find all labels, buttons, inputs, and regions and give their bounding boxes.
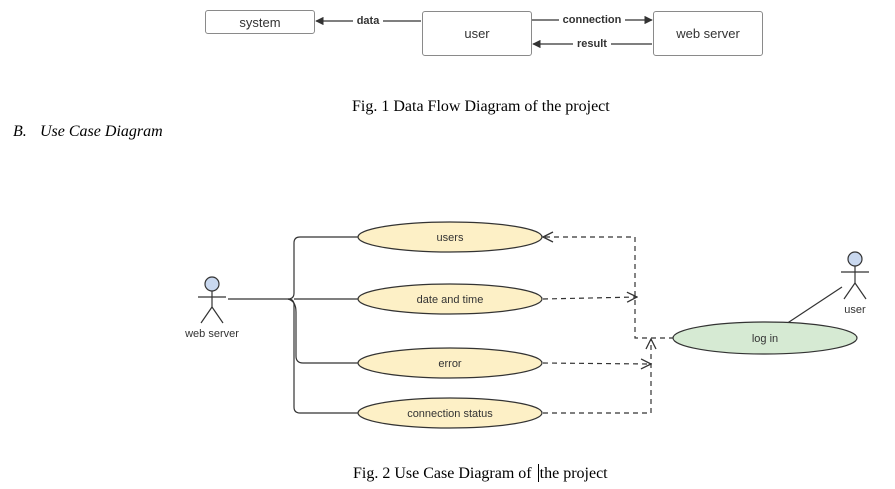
web-server-associations [228,236,359,414]
web-server-actor [198,276,226,324]
user-actor-label: user [844,304,866,316]
web-server-actor-label: web server [184,328,239,340]
user-actor-head [847,251,863,267]
use-case-date-and-time-label: date and time [417,294,484,306]
use-case-users: users [357,221,543,253]
result-edge-label: result [577,38,607,50]
user-login-association [785,286,843,325]
use-case-date-and-time: date and time [357,283,543,315]
section-title: Use Case Diagram [40,123,163,140]
data-flow-diagram: data connection result [315,13,653,50]
use-case-error-label: error [438,358,462,370]
use-case-connection-status-label: connection status [407,408,493,420]
web-server-actor-head [204,276,220,292]
system-node-label: system [239,14,281,30]
web-server-node-label: web server [676,26,740,41]
user-node-label: user [464,26,490,41]
use-case-connection-status: connection status [357,397,543,429]
system-node: system [205,10,315,34]
use-case-error: error [357,347,543,379]
figure-2-caption-start: Fig. 2 Use Case Diagram of [353,465,536,482]
use-case-users-label: users [437,232,464,244]
text-cursor [537,464,539,482]
connection-edge-label: connection [563,14,622,26]
dashed-relations [543,237,674,414]
figure-2-caption-end: the project [539,465,608,482]
section-heading: B. Use Case Diagram [13,123,163,141]
user-actor [841,251,869,300]
figure-2-caption: Fig. 2 Use Case Diagram of the project [353,464,608,483]
section-number: B. [13,123,27,140]
user-node: user [422,11,532,56]
use-case-log-in: log in [672,321,858,355]
web-server-node: web server [653,11,763,56]
use-case-log-in-label: log in [752,333,778,345]
figure-1-caption: Fig. 1 Data Flow Diagram of the project [352,98,610,115]
data-edge-label: data [357,15,381,27]
